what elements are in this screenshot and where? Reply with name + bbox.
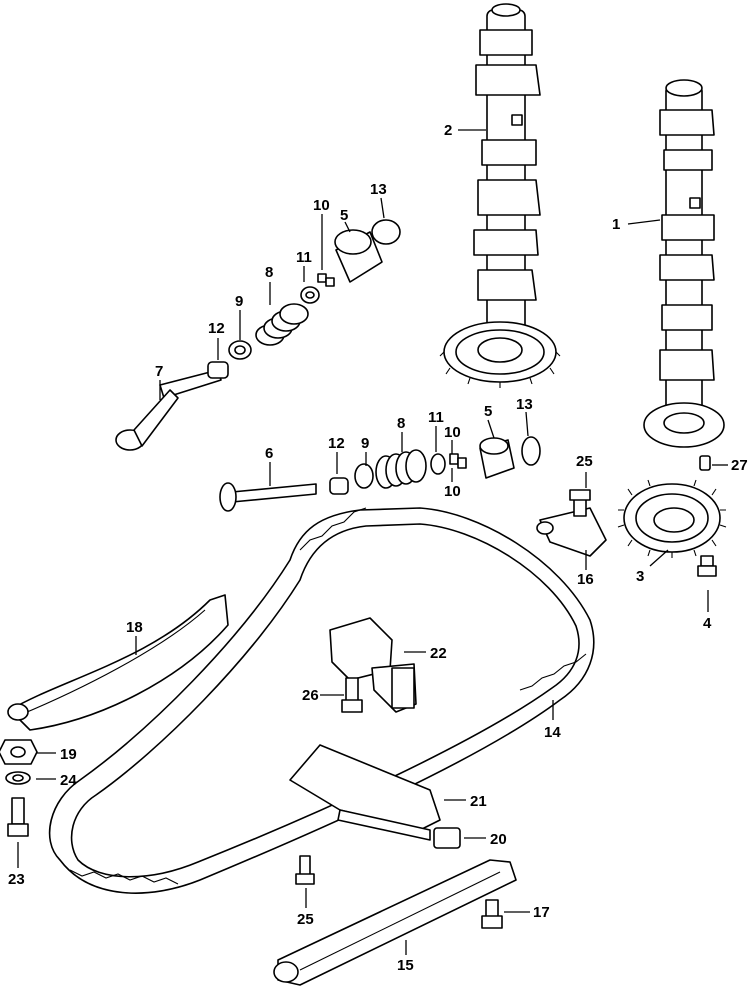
- spring-seat-upper: [228, 340, 252, 360]
- callout-18: 18: [126, 619, 143, 636]
- guide-nut: [0, 739, 38, 765]
- valve-lifter-upper: [334, 229, 383, 283]
- callout-10-lower-a: 10: [444, 424, 461, 441]
- camshaft-exhaust: [643, 79, 725, 448]
- callout-1: 1: [612, 216, 620, 233]
- spring-retainer-upper: [300, 286, 320, 304]
- callout-5-upper: 5: [340, 207, 348, 224]
- valve-lifter-lower: [479, 437, 515, 479]
- callout-27: 27: [731, 457, 748, 474]
- callout-14: 14: [544, 724, 561, 741]
- callout-19: 19: [60, 746, 77, 763]
- callout-9-upper: 9: [235, 293, 243, 310]
- chain-tensioner: [329, 617, 417, 713]
- callout-6: 6: [265, 445, 273, 462]
- spring-seat-lower: [354, 463, 374, 489]
- callout-3: 3: [636, 568, 644, 585]
- timing-chain: [48, 507, 595, 894]
- callout-23: 23: [8, 871, 25, 888]
- callout-15: 15: [397, 957, 414, 974]
- callout-11-lower: 11: [428, 409, 444, 426]
- callout-11-upper: 11: [296, 249, 312, 266]
- dowel-pin: [699, 455, 711, 471]
- guide-bolt: [7, 797, 29, 837]
- valve-lower: [219, 482, 317, 512]
- callout-2: 2: [444, 122, 452, 139]
- callout-8-lower: 8: [397, 415, 405, 432]
- valve-spring-lower: [375, 449, 427, 489]
- callout-5-lower: 5: [484, 403, 492, 420]
- guide-washer: [5, 771, 31, 785]
- chain-guide-upper: [7, 594, 229, 731]
- callout-17: 17: [533, 904, 550, 921]
- chain-bracket: [536, 507, 607, 557]
- callout-24: 24: [60, 772, 77, 789]
- valve-cotters-lower: [449, 453, 467, 469]
- spring-retainer-lower: [430, 453, 446, 475]
- callout-26: 26: [302, 687, 319, 704]
- callout-12-upper: 12: [208, 320, 225, 337]
- camshaft-intake: [439, 3, 561, 388]
- callout-22: 22: [430, 645, 447, 662]
- callout-9-lower: 9: [361, 435, 369, 452]
- camshaft-sprocket: [617, 479, 727, 558]
- chain-guide-middle: [289, 744, 441, 841]
- bracket-bolt: [569, 489, 591, 517]
- callout-4: 4: [703, 615, 712, 632]
- sprocket-bolt: [697, 555, 717, 577]
- valve-stem-seal-lower: [329, 477, 349, 495]
- valve-spring-upper: [255, 303, 309, 346]
- callout-20: 20: [490, 831, 507, 848]
- callout-7: 7: [155, 363, 163, 380]
- callout-8-upper: 8: [265, 264, 273, 281]
- callout-labels: 1 2 3 4 5 5 6 7 8 8 9 9 10 10 10 11 11 1…: [8, 122, 748, 974]
- callout-10-upper: 10: [313, 197, 330, 214]
- tensioner-bolt: [341, 677, 363, 713]
- chain-guide-lower: [273, 859, 517, 986]
- shim-lower: [521, 436, 541, 466]
- callout-13-upper: 13: [370, 181, 387, 198]
- callout-10-lower-b: 10: [444, 483, 461, 500]
- callout-21: 21: [470, 793, 487, 810]
- valve-upper: [115, 369, 222, 451]
- callout-25-upper: 25: [576, 453, 593, 470]
- callout-13-lower: 13: [516, 396, 533, 413]
- valve-cotters-upper: [317, 273, 335, 287]
- callout-12-lower: 12: [328, 435, 345, 452]
- callout-25-lower: 25: [297, 911, 314, 928]
- leader-lines: [17, 129, 728, 955]
- guide-pivot-bolt: [481, 899, 503, 929]
- valve-stem-seal-upper: [207, 361, 229, 379]
- shim-upper: [371, 219, 401, 245]
- guide-bolt-lower: [295, 855, 315, 885]
- callout-16: 16: [577, 571, 594, 588]
- guide-clip: [433, 827, 461, 849]
